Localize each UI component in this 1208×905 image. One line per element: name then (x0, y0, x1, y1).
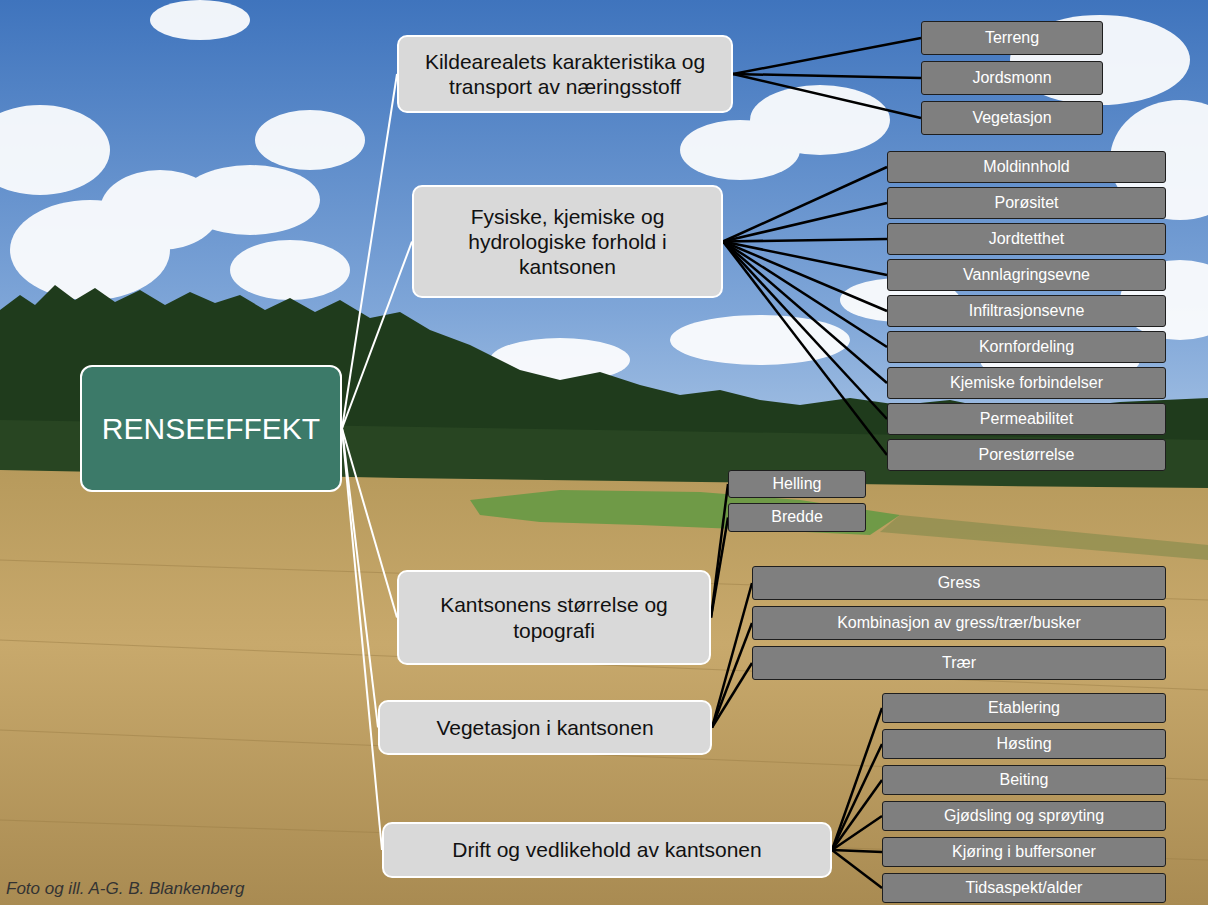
box-label: Terreng (985, 29, 1039, 47)
box-label: Kildearealets karakteristika og transpor… (409, 49, 721, 99)
factor-box: Kombinasjon av gress/trær/busker (752, 606, 1166, 640)
factor-box: Beiting (882, 765, 1166, 795)
connector-line (832, 744, 882, 850)
connector-line (342, 429, 378, 728)
box-label: Kjøring i buffersoner (952, 843, 1096, 861)
factor-box: Permeabilitet (887, 403, 1166, 435)
connector-line (711, 484, 728, 618)
box-label: Høsting (996, 735, 1051, 753)
box-label: Jordtetthet (989, 230, 1065, 248)
factor-box: Kjemiske forbindelser (887, 367, 1166, 399)
connector-line (342, 242, 412, 429)
factor-box: Trær (752, 646, 1166, 680)
connector-line (712, 663, 752, 728)
factor-box: Jordtetthet (887, 223, 1166, 255)
box-label: Vegetasjon i kantsonen (436, 715, 653, 740)
connector-line (733, 74, 921, 118)
connector-line (723, 239, 887, 242)
connector-line (832, 816, 882, 850)
factor-box: Bredde (728, 503, 866, 532)
box-label: Vegetasjon (972, 109, 1051, 127)
connector-line (723, 242, 887, 420)
box-label: Vannlagringsevne (963, 266, 1090, 284)
factor-box: Kjøring i buffersoner (882, 837, 1166, 867)
factor-box: Høsting (882, 729, 1166, 759)
box-label: Kombinasjon av gress/trær/busker (837, 614, 1081, 632)
category-box: Kildearealets karakteristika og transpor… (397, 35, 733, 113)
category-box: Kantsonens størrelse og topografi (397, 570, 711, 665)
connector-line (723, 242, 887, 384)
box-label: Helling (773, 475, 822, 493)
connector-line (711, 518, 728, 618)
photo-credit: Foto og ill. A-G. B. Blankenberg (6, 879, 244, 899)
connector-line (733, 74, 921, 78)
connector-line (342, 429, 382, 851)
connector-line (723, 242, 887, 312)
connector-line (712, 623, 752, 728)
factor-box: Tidsaspekt/alder (882, 873, 1166, 903)
factor-box: Helling (728, 470, 866, 498)
connector-line (832, 780, 882, 850)
factor-box: Vegetasjon (921, 101, 1103, 135)
connector-line (723, 242, 887, 456)
factor-box: Kornfordeling (887, 331, 1166, 363)
connector-line (832, 850, 882, 852)
box-label: Jordsmonn (972, 69, 1051, 87)
box-label: Porøsitet (994, 194, 1058, 212)
factor-box: Gjødsling og sprøyting (882, 801, 1166, 831)
box-label: Kantsonens størrelse og topografi (409, 592, 699, 642)
category-box: Drift og vedlikehold av kantsonen (382, 822, 832, 878)
category-box: Vegetasjon i kantsonen (378, 700, 712, 755)
factor-box: Vannlagringsevne (887, 259, 1166, 291)
connector-line (723, 203, 887, 242)
connector-line (342, 74, 397, 429)
factor-box: Etablering (882, 693, 1166, 723)
factor-box: Gress (752, 566, 1166, 600)
factor-box: Infiltrasjonsevne (887, 295, 1166, 327)
factor-box: Porestørrelse (887, 439, 1166, 471)
box-label: Beiting (1000, 771, 1049, 789)
box-label: Gress (938, 574, 981, 592)
box-label: Kjemiske forbindelser (950, 374, 1103, 392)
box-label: Fysiske, kjemiske og hydrologiske forhol… (424, 204, 711, 280)
connector-line (832, 708, 882, 850)
box-label: Tidsaspekt/alder (966, 879, 1083, 897)
box-label: RENSEEFFEKT (102, 412, 320, 446)
connector-line (733, 38, 921, 74)
box-label: Gjødsling og sprøyting (944, 807, 1104, 825)
factor-box: Moldinnhold (887, 151, 1166, 183)
category-box: Fysiske, kjemiske og hydrologiske forhol… (412, 185, 723, 298)
factor-box: Terreng (921, 21, 1103, 55)
box-label: Etablering (988, 699, 1060, 717)
connector-line (712, 583, 752, 728)
box-label: Infiltrasjonsevne (969, 302, 1085, 320)
connector-line (832, 850, 882, 888)
root-box: RENSEEFFEKT (80, 365, 342, 492)
factor-box: Jordsmonn (921, 61, 1103, 95)
connector-line (723, 167, 887, 242)
box-label: Kornfordeling (979, 338, 1074, 356)
box-label: Porestørrelse (978, 446, 1074, 464)
factor-box: Porøsitet (887, 187, 1166, 219)
box-label: Moldinnhold (983, 158, 1069, 176)
box-label: Trær (942, 654, 976, 672)
box-label: Drift og vedlikehold av kantsonen (452, 837, 761, 862)
box-label: Permeabilitet (980, 410, 1073, 428)
box-label: Bredde (771, 508, 823, 526)
